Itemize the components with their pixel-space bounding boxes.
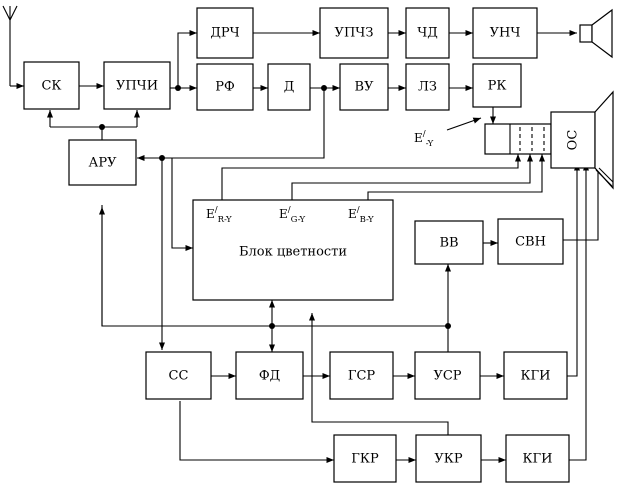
block-rk-label: РК xyxy=(488,79,507,94)
block-color: Блок цветности xyxy=(192,199,394,301)
junction-dot xyxy=(175,85,181,91)
block-gkr-label: ГКР xyxy=(351,452,379,467)
antenna-icon xyxy=(2,5,18,86)
block-vu-label: ВУ xyxy=(355,80,375,95)
block-d: Д xyxy=(267,63,311,111)
block-kgi-1: КГИ xyxy=(503,351,568,400)
block-ukr-label: УКР xyxy=(434,452,462,467)
kinescope-icon xyxy=(484,90,614,190)
block-color-label: Блок цветности xyxy=(239,245,347,260)
block-d-label: Д xyxy=(284,80,295,95)
block-usr: УСР xyxy=(414,351,481,400)
block-gkr: ГКР xyxy=(333,434,397,483)
block-vv: ВВ xyxy=(414,220,484,265)
block-upchi: УПЧИ xyxy=(103,61,171,110)
block-kgi-2: КГИ xyxy=(505,434,570,483)
block-kgi-1-label: КГИ xyxy=(520,369,550,384)
block-upchz: УПЧЗ xyxy=(319,7,389,59)
block-lz: ЛЗ xyxy=(405,63,450,111)
block-upchz-label: УПЧЗ xyxy=(335,26,374,41)
os-label: ОС xyxy=(566,130,581,151)
block-unch: УНЧ xyxy=(472,7,538,59)
block-rk: РК xyxy=(472,63,522,108)
block-rf-label: РФ xyxy=(215,80,235,95)
block-sk-label: СК xyxy=(41,79,61,94)
block-chd-label: ЧД xyxy=(417,26,438,41)
junction-dot xyxy=(321,85,327,91)
block-aru-label: АРУ xyxy=(89,156,118,171)
block-drch-label: ДРЧ xyxy=(210,26,239,41)
block-lz-label: ЛЗ xyxy=(418,80,437,95)
block-vu: ВУ xyxy=(339,63,389,111)
block-svn: СВН xyxy=(497,218,564,265)
block-drch: ДРЧ xyxy=(196,7,254,59)
block-fd-label: ФД xyxy=(259,369,280,384)
signal-e-r-y: E/R-Y xyxy=(206,205,232,225)
block-gsr: ГСР xyxy=(329,351,394,400)
signal-e-g-y: E/G-Y xyxy=(279,205,306,225)
block-upchi-label: УПЧИ xyxy=(116,79,158,94)
block-usr-label: УСР xyxy=(433,369,461,384)
block-ss-label: СС xyxy=(169,369,189,384)
block-kgi-2-label: КГИ xyxy=(522,452,552,467)
block-chd: ЧД xyxy=(405,7,450,59)
junction-dot xyxy=(99,124,105,130)
block-fd: ФД xyxy=(235,351,304,400)
junction-dot xyxy=(269,323,275,329)
block-ukr: УКР xyxy=(415,434,482,483)
signal-e-minus-y: E/-Y xyxy=(414,129,434,149)
junction-dot xyxy=(159,155,165,161)
block-vv-label: ВВ xyxy=(439,236,458,251)
block-rf: РФ xyxy=(196,63,254,111)
block-sk: СК xyxy=(23,61,80,110)
block-ss: СС xyxy=(145,351,212,400)
speaker-icon xyxy=(579,8,613,59)
signal-e-b-y: E/B-Y xyxy=(348,205,374,225)
block-unch-label: УНЧ xyxy=(490,26,521,41)
block-aru: АРУ xyxy=(68,139,137,186)
block-gsr-label: ГСР xyxy=(348,369,376,384)
block-svn-label: СВН xyxy=(515,235,546,250)
junction-dot xyxy=(445,323,451,329)
